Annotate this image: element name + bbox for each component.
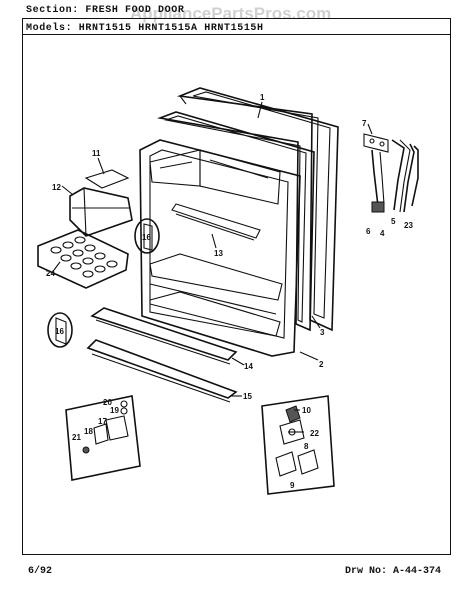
revision-date: 6/92 <box>28 566 53 577</box>
door-bar-15 <box>86 339 238 399</box>
drawing-number: Drw No: A-44-374 <box>344 566 441 577</box>
part-number-10: 10 <box>302 406 311 415</box>
hinge-assembly <box>363 133 419 213</box>
part-number-20: 20 <box>103 398 112 407</box>
models-line: Models: HRNT1515 HRNT1515A HRNT1515H <box>26 23 264 34</box>
part-number-2: 2 <box>319 360 324 369</box>
part-number-23: 23 <box>404 221 413 230</box>
part-number-5: 5 <box>391 217 396 226</box>
part-number-12: 12 <box>52 183 61 192</box>
part-number-18: 18 <box>84 427 93 436</box>
part-number-22: 22 <box>310 429 319 438</box>
part-number-16-lower: 16 <box>55 327 64 336</box>
dairy-door-and-bin <box>69 169 133 237</box>
retainer-callout-lower <box>47 312 73 348</box>
part-number-1: 1 <box>260 93 265 102</box>
part-number-3: 3 <box>320 328 325 337</box>
door-gasket <box>156 111 315 332</box>
part-number-19: 19 <box>110 406 119 415</box>
part-number-9: 9 <box>290 481 295 490</box>
door-liner <box>139 139 301 357</box>
shelf-bar-13 <box>171 203 261 239</box>
part-number-15: 15 <box>243 392 252 401</box>
part-number-16-upper: 16 <box>142 233 151 242</box>
part-number-11: 11 <box>92 149 101 158</box>
part-number-21: 21 <box>72 433 81 442</box>
egg-tray <box>37 229 129 289</box>
part-number-7: 7 <box>362 119 367 128</box>
part-number-4: 4 <box>380 229 385 238</box>
part-number-6: 6 <box>366 227 371 236</box>
section-title: Section: FRESH FOOD DOOR <box>26 5 185 16</box>
part-number-24: 24 <box>46 269 55 278</box>
door-bar-14 <box>90 307 238 361</box>
diagram-frame <box>22 18 451 555</box>
part-number-13: 13 <box>214 249 223 258</box>
closer-parts-inset <box>261 395 335 495</box>
retainer-callout-upper <box>134 218 160 254</box>
leader-lines <box>53 101 373 433</box>
part-number-8: 8 <box>304 442 309 451</box>
header-divider <box>22 34 451 35</box>
door-outer-panel <box>176 87 339 332</box>
part-number-14: 14 <box>244 362 253 371</box>
cam-parts-inset <box>65 395 141 481</box>
part-number-17: 17 <box>98 417 107 426</box>
